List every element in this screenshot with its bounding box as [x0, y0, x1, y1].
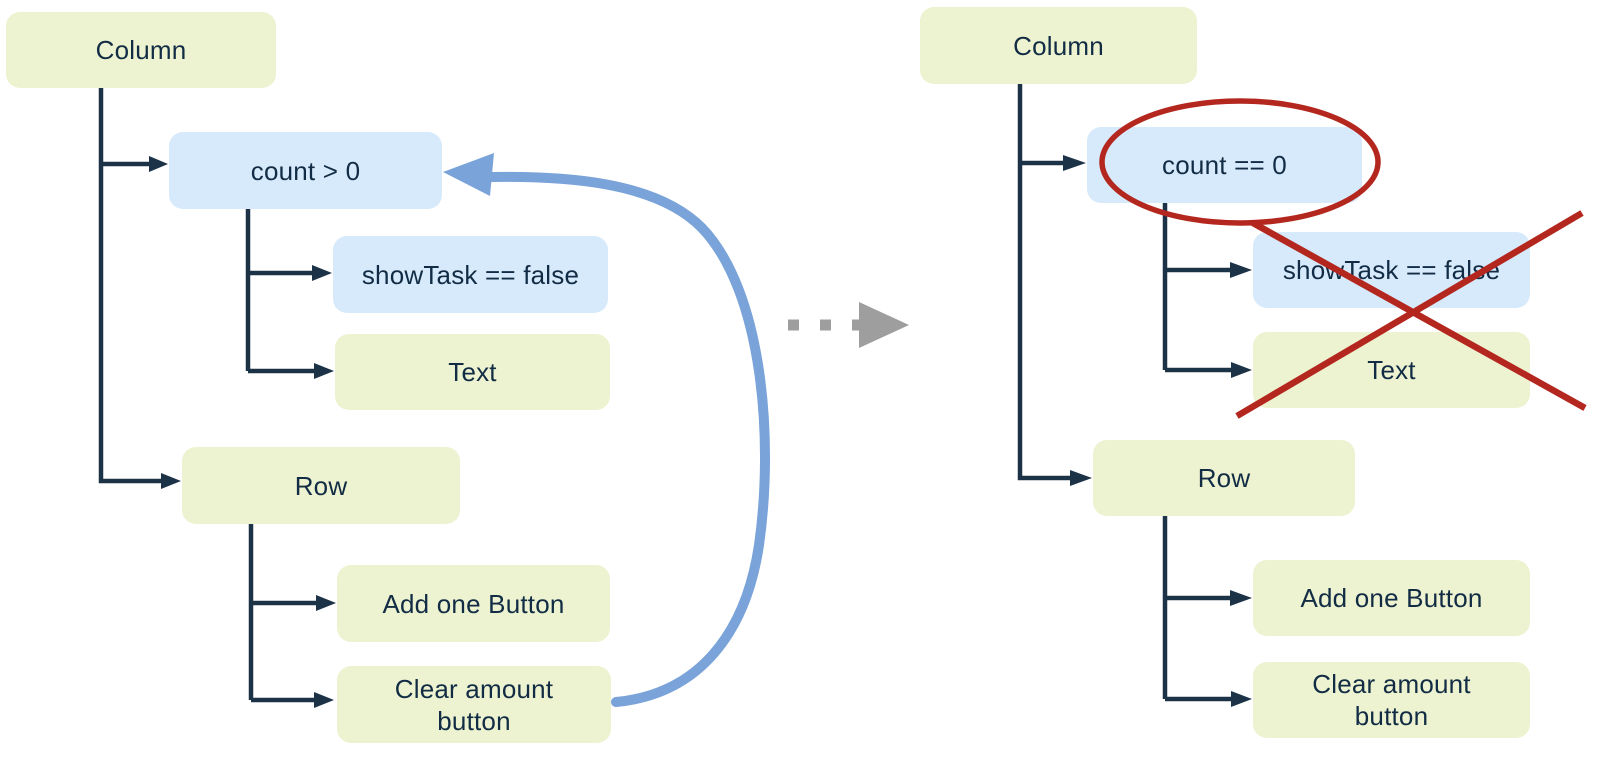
node-row-before: Row — [182, 447, 460, 524]
node-row-after: Row — [1093, 440, 1355, 516]
node-label: showTask == false — [1282, 255, 1501, 285]
arrowhead-icon — [314, 692, 334, 708]
node-label: Add one Button — [382, 588, 565, 619]
arrowhead-icon — [312, 265, 332, 281]
node-label: Add one Button — [1300, 583, 1483, 613]
node-label: count > 0 — [250, 155, 361, 186]
arrowhead-icon — [316, 595, 336, 611]
arrowhead-icon — [314, 363, 334, 379]
node-label: Clear amount button — [394, 673, 554, 736]
node-label: Clear amount button — [1312, 669, 1471, 731]
arrowhead-icon — [1231, 362, 1252, 378]
tree-line — [98, 88, 162, 484]
node-label: Column — [1013, 30, 1104, 61]
transition-dotted-arrow — [788, 302, 909, 348]
node-clear-before: Clear amount button — [337, 666, 611, 743]
node-label: Row — [294, 470, 348, 501]
arrowhead-icon — [1231, 691, 1252, 707]
node-label: Column — [95, 35, 187, 65]
node-column-after: Column — [920, 7, 1197, 84]
transition-arrowhead-icon — [859, 302, 909, 348]
node-addone-after: Add one Button — [1253, 560, 1530, 636]
node-showtask-before: showTask == false — [333, 236, 608, 313]
recompose-arrowhead-icon — [443, 153, 494, 196]
arrowhead-icon — [1070, 470, 1092, 486]
arrowhead-icon — [1063, 155, 1086, 171]
arrowhead-icon — [161, 473, 181, 489]
left-tree-arrowheads — [149, 156, 336, 708]
node-text-before: Text — [335, 334, 610, 410]
node-label: Text — [448, 357, 497, 387]
node-condition-after: count == 0 — [1087, 127, 1362, 203]
node-label: count == 0 — [1162, 150, 1287, 180]
arrowhead-icon — [1230, 262, 1252, 278]
arrowhead-icon — [149, 156, 168, 172]
tree-line — [1017, 84, 1071, 481]
arrowhead-icon — [1230, 590, 1252, 606]
node-column-before: Column — [6, 12, 276, 88]
right-tree-arrowheads — [1063, 155, 1252, 707]
node-text-after: Text — [1253, 332, 1530, 408]
node-label: showTask == false — [361, 259, 580, 290]
node-label: Row — [1197, 463, 1251, 493]
node-label: Text — [1367, 355, 1416, 385]
node-addone-before: Add one Button — [337, 565, 610, 642]
node-clear-after: Clear amount button — [1253, 662, 1530, 738]
node-condition-before: count > 0 — [169, 132, 442, 209]
node-showtask-after: showTask == false — [1253, 232, 1530, 308]
